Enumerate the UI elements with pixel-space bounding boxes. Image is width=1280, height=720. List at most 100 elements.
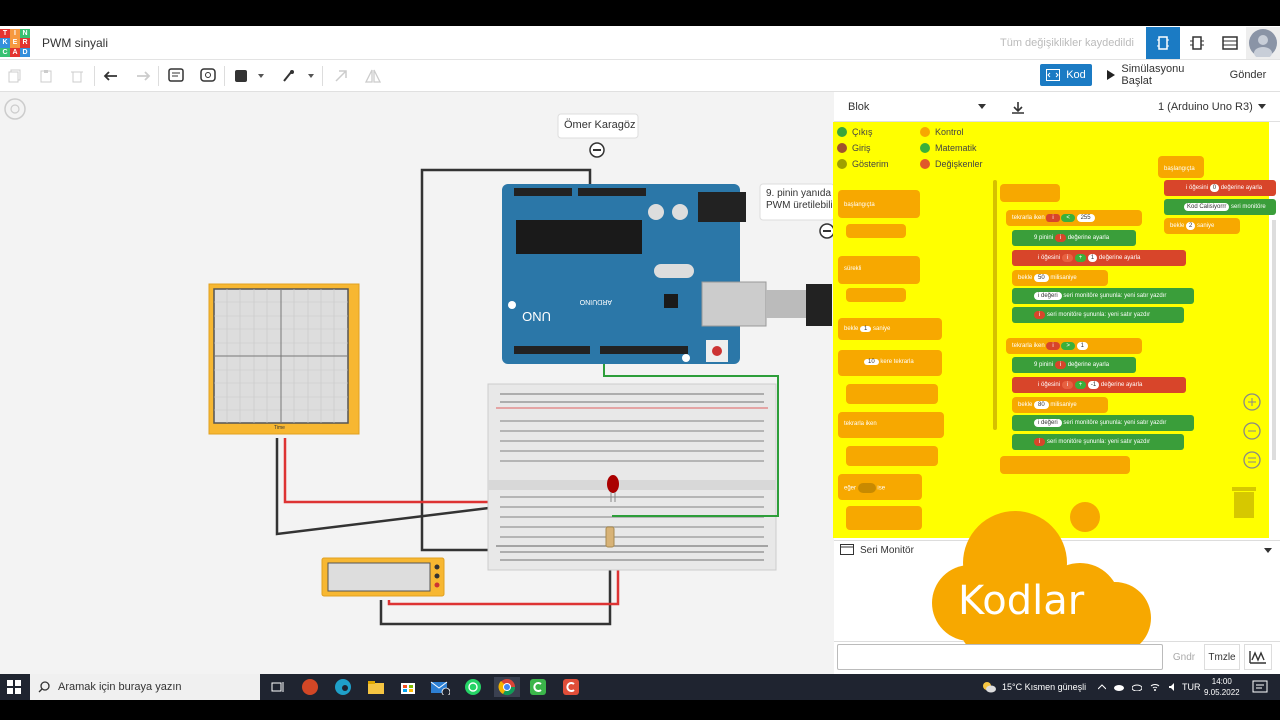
device-dropdown[interactable]: 1 (Arduino Uno R3): [1150, 96, 1272, 118]
set-variable-block-1[interactable]: i öğesini i + 1 değerine ayarla: [1012, 250, 1186, 266]
note-author[interactable]: Ömer Karagöz: [564, 119, 636, 131]
file-explorer-icon[interactable]: [366, 677, 386, 697]
arduino-model-label: UNO: [522, 309, 551, 324]
block-label: değerine ayarla: [1098, 255, 1141, 261]
paste-icon[interactable]: [35, 66, 57, 86]
task-view-icon[interactable]: [268, 677, 288, 697]
note-text-line2[interactable]: PWM üretilebili: [766, 200, 832, 211]
block-label: şununla:: [1083, 312, 1107, 318]
block-label: pinini: [1039, 235, 1054, 241]
color-picker-icon[interactable]: [232, 66, 268, 86]
analog-write-block-2[interactable]: 9 pinini i değerine ayarla: [1012, 357, 1136, 373]
setup-print-block[interactable]: Kod Calisiyorrr seri monitöre: [1164, 199, 1276, 215]
serial-print-block-2a[interactable]: i değeri seri monitöre şununla: yeni sat…: [1012, 415, 1194, 431]
components-list-icon[interactable]: [1213, 27, 1247, 59]
logo-letter: I: [10, 29, 20, 39]
circuit-view-icon[interactable]: [1146, 27, 1180, 59]
send-button[interactable]: Gönder: [1229, 69, 1267, 81]
user-avatar[interactable]: [1246, 27, 1280, 59]
wait-block-2[interactable]: bekle 80 milisaniye: [1012, 397, 1108, 413]
notifications-icon[interactable]: [1252, 679, 1268, 695]
category-control[interactable]: Kontrol: [920, 127, 964, 137]
graph-icon[interactable]: [1244, 644, 1272, 670]
category-notation[interactable]: Gösterim: [837, 159, 889, 169]
category-output[interactable]: Çıkış: [837, 127, 873, 137]
repeat-while-block-1[interactable]: tekrarla iken i < 255: [1006, 210, 1142, 226]
windows-start-icon[interactable]: [6, 679, 24, 695]
serial-print-block-2b[interactable]: i seri monitöre şununla: yeni satır yazd…: [1012, 434, 1184, 450]
clock[interactable]: 14:00 9.05.2022: [1204, 674, 1240, 700]
wait-block-1[interactable]: bekle 50 milisaniye: [1012, 270, 1108, 286]
workspace-scrollbar[interactable]: [1272, 220, 1276, 460]
block-label: i: [1186, 185, 1188, 191]
start-simulation-button[interactable]: Simülasyonu Başlat: [1098, 63, 1212, 87]
serial-send-button[interactable]: Gndr: [1172, 651, 1196, 663]
code-mode-dropdown[interactable]: Blok: [842, 96, 992, 118]
serial-input-field[interactable]: [837, 644, 1163, 670]
code-button[interactable]: Kod: [1040, 64, 1092, 86]
whatsapp-icon[interactable]: [463, 677, 483, 697]
zoom-reset-icon[interactable]: [1242, 450, 1262, 470]
palette-block-if[interactable]: eğer ise: [838, 474, 922, 500]
code-mode-value: Blok: [848, 101, 870, 113]
wire-type-icon[interactable]: [280, 66, 318, 86]
copy-icon[interactable]: [4, 66, 26, 86]
code-button-label: Kod: [1066, 69, 1086, 81]
block-label: değerine ayarla: [1067, 235, 1110, 241]
store-icon[interactable]: [398, 677, 418, 697]
system-tray-icons[interactable]: [1098, 674, 1178, 700]
category-dot: [837, 127, 847, 137]
taskbar-search[interactable]: Aramak için buraya yazın: [30, 674, 260, 700]
palette-block-forever[interactable]: sürekli: [838, 256, 920, 284]
powerpoint-icon[interactable]: [300, 677, 320, 697]
serial-print-block-1b[interactable]: i seri monitöre şununla: yeni satır yazd…: [1012, 307, 1184, 323]
block-label: seri monitöre: [1063, 293, 1099, 299]
set-variable-block-2[interactable]: i öğesini i + -1 değerine ayarla: [1012, 377, 1186, 393]
weather-text[interactable]: 15°C Kısmen güneşli: [1002, 682, 1087, 692]
palette-block-repeat[interactable]: 10 kere tekrarla: [838, 350, 942, 376]
zoom-out-icon[interactable]: [1242, 421, 1262, 441]
redo-icon[interactable]: [132, 66, 154, 86]
setup-set-block[interactable]: i öğesini 0 değerine ayarla: [1164, 180, 1276, 196]
schematic-view-icon[interactable]: [1180, 27, 1214, 59]
category-input[interactable]: Giriş: [837, 143, 871, 153]
project-title[interactable]: PWM sinyali: [42, 36, 109, 50]
palette-block-wait[interactable]: bekle 1 saniye: [838, 318, 942, 340]
palette-scrollbar[interactable]: [993, 180, 997, 430]
mirror-icon[interactable]: [362, 66, 384, 86]
start-simulation-label: Simülasyonu Başlat: [1121, 63, 1185, 87]
palette-block-repeat-while[interactable]: tekrarla iken: [838, 412, 944, 438]
edge-icon[interactable]: [333, 677, 353, 697]
variable-chip: i: [1046, 214, 1060, 222]
note-icon[interactable]: [165, 66, 187, 86]
category-math[interactable]: Matematik: [920, 143, 977, 153]
forever-block-top[interactable]: [1000, 184, 1060, 202]
serial-print-block-1a[interactable]: i değeri seri monitöre şununla: yeni sat…: [1012, 288, 1194, 304]
tinkercad-logo[interactable]: T I N K E R C A D: [0, 29, 30, 57]
rotate-icon[interactable]: [330, 66, 352, 86]
zoom-in-icon[interactable]: [1242, 392, 1262, 412]
delete-icon[interactable]: [66, 66, 88, 86]
undo-icon[interactable]: [100, 66, 122, 86]
trash-icon[interactable]: [1230, 484, 1258, 520]
cloud-overlay: [932, 511, 1151, 655]
setup-wait-block[interactable]: bekle 2 saniye: [1164, 218, 1240, 234]
note-text-line1[interactable]: 9. pinin yanıda: [766, 188, 832, 199]
camtasia-icon[interactable]: [528, 677, 548, 697]
language-indicator[interactable]: TUR: [1182, 682, 1201, 692]
download-code-icon[interactable]: [1010, 100, 1026, 116]
palette-block-on-start[interactable]: başlangıçta: [838, 190, 920, 218]
category-variables[interactable]: Değişkenler: [920, 159, 983, 169]
category-label: Değişkenler: [935, 159, 983, 169]
block-label: yeni satır yazdır: [1107, 312, 1151, 318]
block-label: iken: [865, 421, 877, 427]
repeat-while-block-2[interactable]: tekrarla iken i > 1: [1006, 338, 1142, 354]
recorder-icon[interactable]: [561, 677, 581, 697]
on-start-block[interactable]: başlangıçta: [1158, 156, 1204, 178]
notes-visibility-icon[interactable]: [197, 66, 219, 86]
serial-clear-button[interactable]: Tmzle: [1204, 644, 1240, 670]
analog-write-block-1[interactable]: 9 pinini i değerine ayarla: [1012, 230, 1136, 246]
palette-block-slot: [846, 446, 938, 466]
mail-icon[interactable]: [430, 677, 450, 697]
chrome-icon[interactable]: [494, 677, 520, 697]
